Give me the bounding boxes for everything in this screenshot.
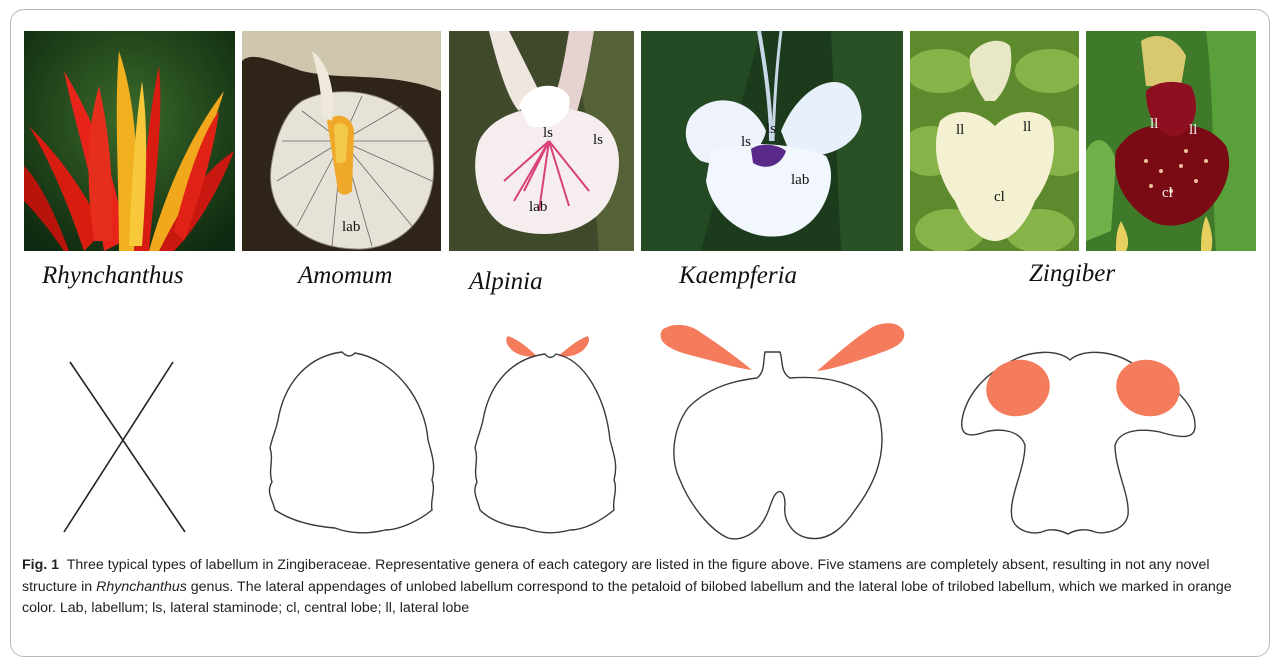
photo-amomum: lab bbox=[242, 31, 441, 251]
label-alpinia-ls-right: ls bbox=[593, 132, 603, 148]
label-alpinia-lab: lab bbox=[529, 199, 547, 215]
label-alpinia-ls-left: ls bbox=[543, 125, 553, 141]
label-zingiber2-ll-right: ll bbox=[1189, 122, 1197, 138]
kaempferia-petaloid-right bbox=[817, 323, 904, 371]
caption-text-part2: genus. The lateral appendages of unlobed… bbox=[22, 579, 1232, 617]
label-zingiber1-cl: cl bbox=[994, 189, 1005, 205]
alpinia-lateral-appendage-right bbox=[558, 336, 589, 357]
figure-caption: Fig. 1 Three typical types of labellum i… bbox=[22, 555, 1262, 620]
photo-zingiber-1: ll ll cl bbox=[910, 31, 1079, 251]
labellum-schematics bbox=[0, 320, 1281, 548]
label-amomum-lab: lab bbox=[342, 219, 360, 235]
label-zingiber1-ll-right: ll bbox=[1023, 119, 1031, 135]
schematic-rhynchanthus bbox=[64, 362, 185, 532]
zingiber-lateral-lobe-right bbox=[1110, 353, 1186, 424]
schematic-kaempferia bbox=[661, 323, 905, 539]
alpinia-lateral-appendage-left bbox=[506, 336, 537, 357]
genus-name-zingiber: Zingiber bbox=[1029, 260, 1115, 288]
genus-name-alpinia: Alpinia bbox=[469, 268, 543, 296]
kaempferia-petaloid-left bbox=[661, 325, 752, 370]
schematic-amomum bbox=[269, 352, 433, 533]
caption-genus: Rhynchanthus bbox=[96, 579, 187, 595]
label-zingiber1-ll-left: ll bbox=[956, 122, 964, 138]
label-kaempferia-lab: lab bbox=[791, 172, 809, 188]
photo-rhynchanthus bbox=[24, 31, 235, 251]
photo-alpinia: ls ls lab bbox=[449, 31, 634, 251]
label-kaempferia-ls-right: ls bbox=[766, 121, 776, 137]
label-kaempferia-ls-left: ls bbox=[741, 134, 751, 150]
label-zingiber2-cl: cl bbox=[1162, 185, 1173, 201]
caption-figure-label: Fig. 1 bbox=[22, 557, 59, 573]
genus-name-kaempferia: Kaempferia bbox=[679, 262, 797, 290]
schematic-alpinia bbox=[475, 336, 616, 533]
genus-name-amomum: Amomum bbox=[298, 262, 392, 290]
photo-kaempferia: ls ls lab bbox=[641, 31, 903, 251]
label-zingiber2-ll-left: ll bbox=[1150, 116, 1158, 132]
photo-zingiber-2: ll ll cl bbox=[1086, 31, 1256, 251]
zingiber-lateral-lobe-left bbox=[980, 353, 1056, 424]
schematic-zingiber bbox=[962, 352, 1195, 534]
genus-name-rhynchanthus: Rhynchanthus bbox=[42, 262, 184, 290]
